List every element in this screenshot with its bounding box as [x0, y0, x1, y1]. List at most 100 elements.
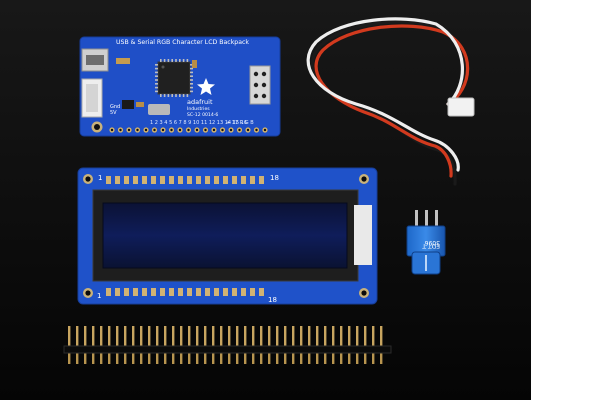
lcd-pad: [196, 288, 201, 296]
header-pin: [164, 352, 167, 364]
lcd-module: 1 18 1 18: [77, 167, 378, 305]
header-pin: [84, 352, 87, 364]
header-pin: [380, 352, 383, 364]
chip-pin: [175, 59, 177, 62]
header-pin: [204, 352, 207, 364]
regulator: [122, 100, 134, 109]
header-pin: [316, 352, 319, 364]
jst-cable: [306, 17, 475, 186]
chip-pin: [171, 59, 173, 62]
header-pin: [228, 352, 231, 364]
solder-hole: [263, 128, 267, 132]
header-pin: [156, 352, 159, 364]
chip-pin: [186, 94, 189, 97]
header-pin: [244, 352, 247, 364]
header-pin: [332, 352, 335, 364]
header-pin: [364, 326, 367, 347]
chip-pin: [167, 94, 170, 97]
header-pin: [68, 352, 71, 364]
header-pin: [100, 352, 103, 364]
chip-pin: [155, 90, 158, 93]
lcd-backpack-board: USB & Serial RGB Character LCD Backpack …: [79, 36, 281, 137]
header-pin: [140, 352, 143, 364]
solder-hole: [187, 128, 190, 132]
lcd-pad: [151, 176, 156, 184]
header-pin: [364, 352, 367, 364]
lcd-pad: [241, 288, 246, 296]
chip-pin: [182, 59, 185, 62]
chip-pin: [179, 94, 181, 97]
chip-pin: [160, 94, 162, 97]
lcd-pad: [223, 176, 228, 184]
solder-hole: [178, 128, 182, 132]
jst-plug: [447, 97, 475, 117]
lcd-pad: [115, 176, 120, 184]
header-pin: [261, 71, 267, 77]
lcd-pad: [142, 288, 147, 296]
header-pin: [172, 326, 175, 347]
header-pin: [324, 326, 327, 347]
header-pin: [148, 326, 151, 347]
chip-pin: [155, 75, 158, 77]
white-margin: [531, 0, 600, 400]
chip-pin: [190, 83, 193, 85]
header-pin: [68, 326, 71, 347]
brand-text: adafruit: [187, 98, 213, 106]
chip-pin: [190, 64, 193, 66]
header-pin: [276, 352, 279, 364]
header-pin: [220, 326, 223, 347]
capacitor: [116, 58, 130, 64]
lcd-pad: [232, 176, 237, 184]
header-pin: [284, 326, 287, 347]
chip-pin: [190, 90, 193, 93]
chip-pin: [155, 79, 158, 81]
solder-hole: [161, 128, 165, 132]
header-pin: [332, 326, 335, 347]
lcd-pad: [196, 176, 201, 184]
lcd-pad: [106, 176, 111, 184]
header-pin: [284, 352, 287, 364]
header-pin: [356, 352, 359, 364]
lcd-pad: [241, 176, 246, 184]
chip-pin: [175, 94, 177, 97]
jst-connector-icon: [81, 78, 103, 118]
solder-hole: [136, 128, 139, 132]
lcd-pad: [124, 176, 129, 184]
lcd-pad: [178, 288, 183, 296]
header-pin: [124, 352, 127, 364]
header-pin: [116, 352, 119, 364]
chip-pin: [155, 86, 158, 89]
header-pin: [164, 326, 167, 347]
header-pin: [356, 326, 359, 347]
usb-connector-icon: [81, 48, 109, 72]
header-pin: [116, 326, 119, 347]
lcd-pad: [214, 288, 219, 296]
lcd-pad: [205, 176, 210, 184]
chip-pin: [163, 59, 166, 62]
potentiometer: 3096 EDT T: [406, 210, 446, 275]
solder-hole: [238, 128, 241, 132]
lcd-pad: [106, 288, 111, 296]
chip-pin: [190, 71, 193, 74]
solder-hole: [246, 128, 250, 132]
header-pin: [92, 326, 95, 347]
solder-hole: [127, 128, 131, 132]
header-pin: [253, 71, 259, 77]
solder-hole: [195, 128, 199, 132]
pin-letter-row: + 17 R G B: [226, 120, 254, 126]
lcd-pad: [223, 288, 228, 296]
header-pin: [252, 326, 255, 347]
lcd-pad: [160, 176, 165, 184]
header-pin: [348, 352, 351, 364]
chip-pin: [155, 71, 158, 74]
header-pin: [92, 352, 95, 364]
header-pin: [236, 326, 239, 347]
header-pin: [84, 326, 87, 347]
lcd-pad: [124, 288, 129, 296]
header-pin: [308, 326, 311, 347]
chip-pin: [190, 75, 193, 77]
solder-hole: [170, 128, 173, 132]
lcd-pad: [250, 288, 255, 296]
solder-hole: [221, 128, 224, 132]
header-pin: [204, 326, 207, 347]
